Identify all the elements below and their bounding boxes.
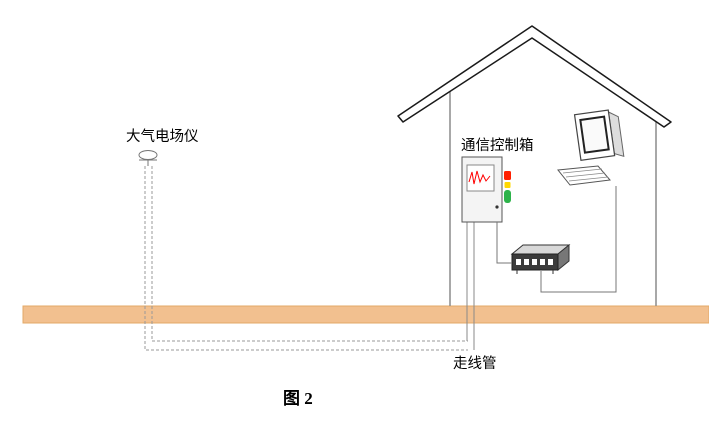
cable-box-to-switch [496,222,512,264]
cable-risers [466,222,475,350]
sensor-label: 大气电场仪 [126,128,199,145]
monitor-icon [573,109,625,161]
control-box-knob [495,205,499,209]
desktop-computer-icon [557,109,625,186]
control-box-display [466,164,495,192]
control-box-label: 通信控制箱 [461,137,534,154]
indicator-light-green [504,190,511,203]
conduit-label: 走线管 [453,355,497,372]
cable-switch-to-computer [540,186,617,293]
control-box-icon [461,156,503,223]
indicator-light-yellow [504,182,511,188]
indicator-light-red [504,171,511,180]
field-mill-sensor-icon [138,150,158,166]
ground-band [22,305,709,324]
switch-ports [516,259,553,265]
figure-caption: 图 2 [283,389,313,408]
indicator-lights [504,171,511,203]
network-switch-icon [510,243,571,274]
house-roof [397,25,672,128]
underground-conduit-dashes [144,166,468,351]
waveform-trace [468,170,491,185]
keyboard-icon [557,165,611,186]
